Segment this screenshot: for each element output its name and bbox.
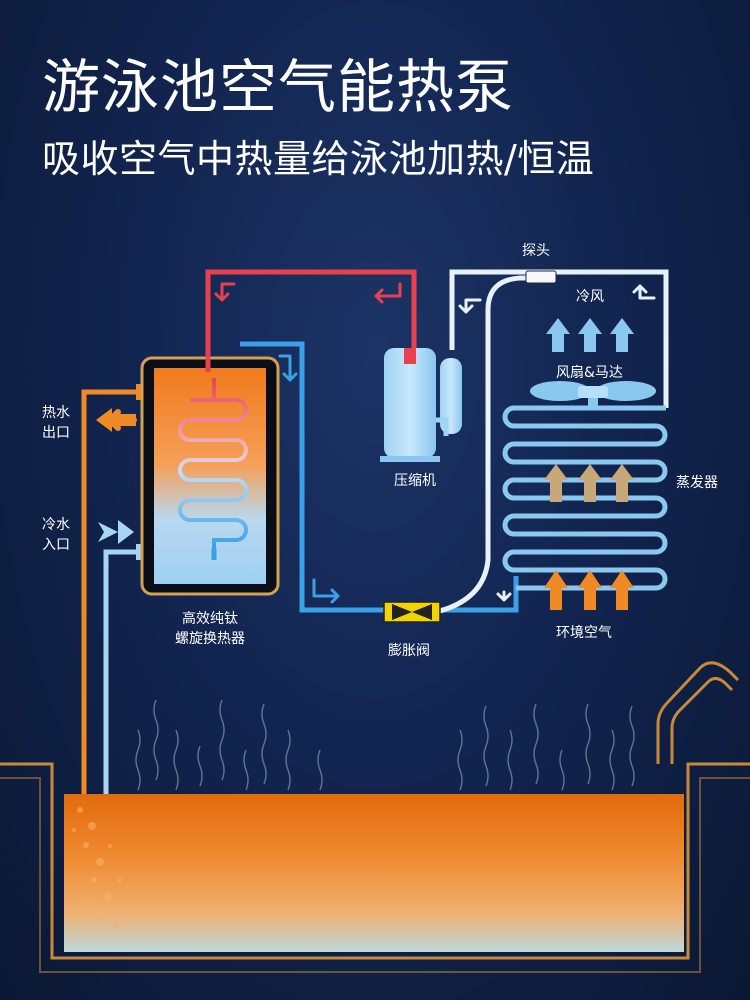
water-in-pipe bbox=[103, 549, 138, 794]
label-fan-motor: 风扇&马达 bbox=[556, 365, 623, 381]
flow-arrow-blue-2 bbox=[312, 578, 340, 604]
label-heat-exchanger-line1: 高效纯钛 bbox=[182, 611, 238, 627]
label-hot-water-line2: 出口 bbox=[42, 425, 70, 441]
label-hot-water-line1: 热水 bbox=[42, 405, 70, 421]
probe bbox=[525, 270, 557, 284]
label-evaporator: 蒸发器 bbox=[676, 475, 718, 491]
flow-arrow-red-2 bbox=[374, 282, 402, 304]
label-cold-water-line1: 冷水 bbox=[42, 517, 70, 533]
flow-arrow-white-1 bbox=[458, 298, 482, 314]
white-refrigerant-line bbox=[435, 269, 669, 615]
cold-refrigerant-line bbox=[211, 341, 519, 613]
label-heat-exchanger-line2: 螺旋换热器 bbox=[175, 631, 245, 647]
cold-water-arrow bbox=[98, 520, 134, 544]
label-cold-air: 冷风 bbox=[576, 289, 604, 305]
bubbles bbox=[72, 807, 122, 929]
page-subtitle: 吸收空气中热量给泳池加热/恒温 bbox=[42, 137, 595, 181]
page-title: 游泳池空气能热泵 bbox=[42, 53, 515, 121]
hot-refrigerant-line bbox=[205, 269, 417, 372]
flow-arrow-white-2 bbox=[632, 284, 656, 300]
pool-water bbox=[64, 794, 684, 952]
label-cold-water-line2: 入口 bbox=[42, 537, 70, 553]
label-probe: 探头 bbox=[522, 243, 550, 259]
cold-air-arrows bbox=[546, 318, 634, 352]
ambient-air-arrows bbox=[544, 570, 634, 610]
steam bbox=[135, 699, 635, 791]
label-compressor: 压缩机 bbox=[394, 473, 436, 489]
water-out-pipe bbox=[81, 389, 138, 794]
flow-arrow-red-1 bbox=[214, 282, 236, 302]
label-expansion-valve: 膨胀阀 bbox=[388, 643, 430, 659]
compressor bbox=[380, 348, 462, 462]
label-ambient-air: 环境空气 bbox=[556, 625, 612, 641]
flow-arrow-blue-1 bbox=[278, 354, 298, 382]
fan bbox=[530, 381, 656, 410]
pool bbox=[0, 661, 750, 973]
flow-arrow-white-3 bbox=[496, 590, 512, 602]
warm-air-arrows bbox=[544, 464, 634, 502]
expansion-valve bbox=[383, 601, 441, 623]
heat-exchanger bbox=[136, 356, 280, 596]
